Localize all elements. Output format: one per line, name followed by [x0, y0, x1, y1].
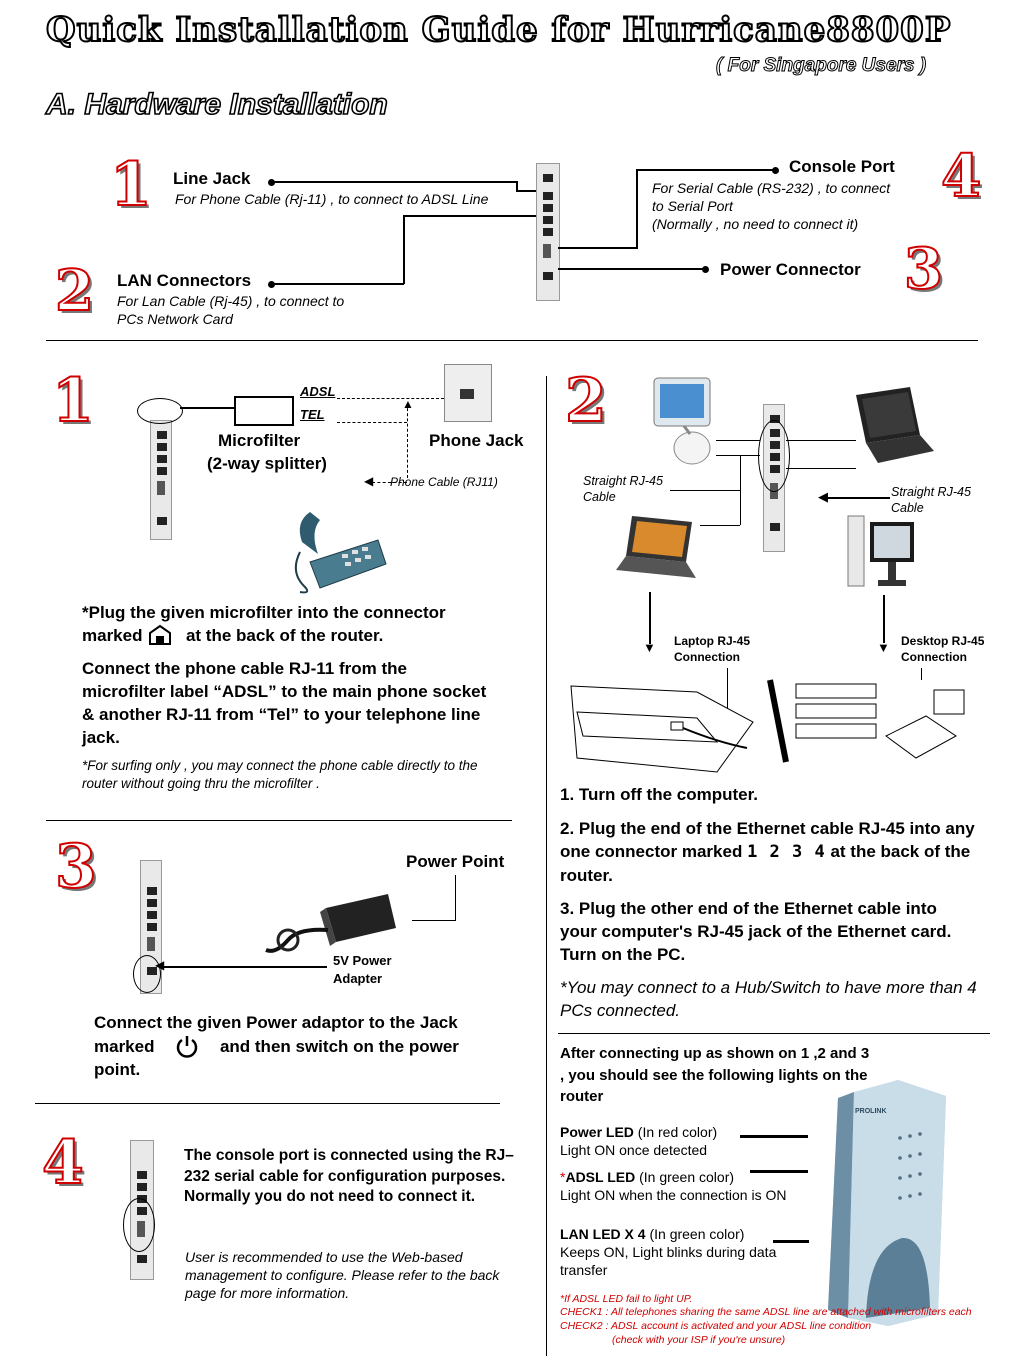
console-port-highlight — [123, 1198, 155, 1252]
power-symbol-icon — [177, 1036, 198, 1058]
splitter-label: (2-way splitter) — [207, 454, 327, 473]
step-2-instr-2: 2. Plug the end of the Ethernet cable RJ… — [560, 819, 975, 885]
tel-label: TEL — [300, 407, 325, 422]
power-jack-highlight — [133, 955, 161, 993]
step-2-instr-3: 3. Plug the other end of the Ethernet ca… — [560, 899, 952, 964]
divider-vertical — [546, 376, 547, 1356]
phone-jack-wall — [444, 364, 492, 422]
power-connector-title: Power Connector — [720, 260, 861, 279]
laptop-port-closeup — [570, 685, 754, 773]
page-subtitle: ( For Singapore Users ) — [715, 55, 927, 77]
lan-connectors-desc-2: PCs Network Card — [117, 311, 233, 327]
laptop-black-icon — [856, 387, 934, 463]
step-2-instr-4: *You may connect to a Hub/Switch to have… — [560, 978, 977, 1020]
overview-number-2: 2 — [54, 257, 95, 325]
led-note-4: (check with your ISP if you're unsure) — [612, 1334, 786, 1346]
straight-cable-right-1: Straight RJ-45 — [891, 485, 971, 499]
divider-top — [46, 340, 978, 341]
laptop-small-icon — [616, 516, 696, 578]
lan-led-info: LAN LED X 4 (In green color) Keeps ON, L… — [560, 1226, 777, 1278]
console-port-desc-2: to Serial Port — [652, 198, 733, 214]
lan-connectors-title: LAN Connectors — [117, 271, 252, 290]
step-4-para-1: The console port is connected using the … — [184, 1147, 514, 1205]
led-note-2: CHECK1 : All telephones sharing the same… — [560, 1306, 972, 1318]
step-2-instr-1: 1. Turn off the computer. — [560, 785, 759, 804]
desktop-computer-icon — [847, 515, 914, 587]
overview-number-4: 4 — [940, 141, 982, 211]
step-3-para: Connect the given Power adaptor to the J… — [94, 1013, 459, 1079]
step-1-para-2: Connect the phone cable RJ-11 from the m… — [82, 659, 487, 747]
step-1-para-1: *Plug the given microfilter into the con… — [82, 603, 446, 645]
led-note-1: *If ADSL LED fail to light UP. — [560, 1293, 693, 1305]
led-intro: After connecting up as shown on 1 ,2 and… — [560, 1045, 870, 1105]
divider-1-3 — [46, 820, 512, 821]
line-jack-title: Line Jack — [173, 169, 251, 188]
line-jack-desc: For Phone Cable (Rj-11) , to connect to … — [175, 191, 489, 207]
adsl-led-info: *ADSL LED (In green color) Light ON when… — [560, 1169, 787, 1203]
imac-computer-icon — [653, 377, 711, 465]
step-1-note: *For surfing only , you may connect the … — [82, 758, 478, 791]
desktop-connection-1: Desktop RJ-45 — [901, 634, 985, 648]
overview-number-3: 3 — [903, 235, 944, 303]
divider-2-led — [558, 1033, 990, 1034]
overview-number-1: 1 — [109, 149, 153, 221]
laptop-connection-2: Connection — [674, 650, 740, 664]
desktop-port-closeup — [767, 679, 970, 763]
straight-cable-left-2: Cable — [583, 490, 616, 504]
desktop-connection-2: Connection — [901, 650, 967, 664]
router-front-icon — [828, 1080, 946, 1326]
step-2-number: 2 — [564, 365, 608, 437]
step-3-number: 3 — [54, 831, 98, 903]
divider-3-4 — [35, 1103, 500, 1104]
laptop-connection-1: Laptop RJ-45 — [674, 634, 751, 648]
router-brand: PROLINK — [855, 1108, 887, 1115]
step-4-number: 4 — [41, 1127, 85, 1199]
line-jack-symbol-icon — [149, 624, 172, 645]
console-port-title: Console Port — [789, 157, 895, 176]
page-title: Quick Installation Guide for Hurricane88… — [45, 9, 952, 51]
console-port-desc-1: For Serial Cable (RS-232) , to connect — [652, 180, 891, 196]
straight-cable-right-2: Cable — [891, 501, 924, 515]
power-adapter-icon — [265, 894, 396, 953]
step-1-router — [150, 420, 172, 540]
router-back-panel — [536, 163, 560, 301]
lan-connectors-desc-1: For Lan Cable (Rj-45) , to connect to — [117, 293, 345, 309]
straight-cable-left-1: Straight RJ-45 — [583, 474, 663, 488]
phone-cable-label: Phone Cable (RJ11) — [390, 475, 498, 489]
section-heading: A. Hardware Installation — [45, 87, 388, 122]
line-jack-highlight — [137, 398, 183, 424]
adapter-label-1: 5V Power — [333, 953, 392, 968]
phone-jack-label: Phone Jack — [429, 431, 524, 450]
microfilter-label: Microfilter — [218, 431, 301, 450]
console-port-desc-3: (Normally , no need to connect it) — [652, 216, 859, 232]
led-note-3: CHECK2 : ADSL account is activated and y… — [560, 1320, 872, 1332]
step-1-number: 1 — [51, 365, 95, 437]
telephone-icon — [294, 512, 387, 594]
step-4-para-2: User is recommended to use the Web-based… — [185, 1249, 500, 1301]
adsl-label: ADSL — [300, 384, 336, 399]
microfilter-box — [234, 396, 294, 426]
power-point-label: Power Point — [406, 852, 505, 871]
power-led-info: Power LED (In red color) Light ON once d… — [560, 1124, 718, 1158]
adapter-label-2: Adapter — [333, 971, 383, 986]
lan-ports-highlight — [758, 420, 790, 492]
